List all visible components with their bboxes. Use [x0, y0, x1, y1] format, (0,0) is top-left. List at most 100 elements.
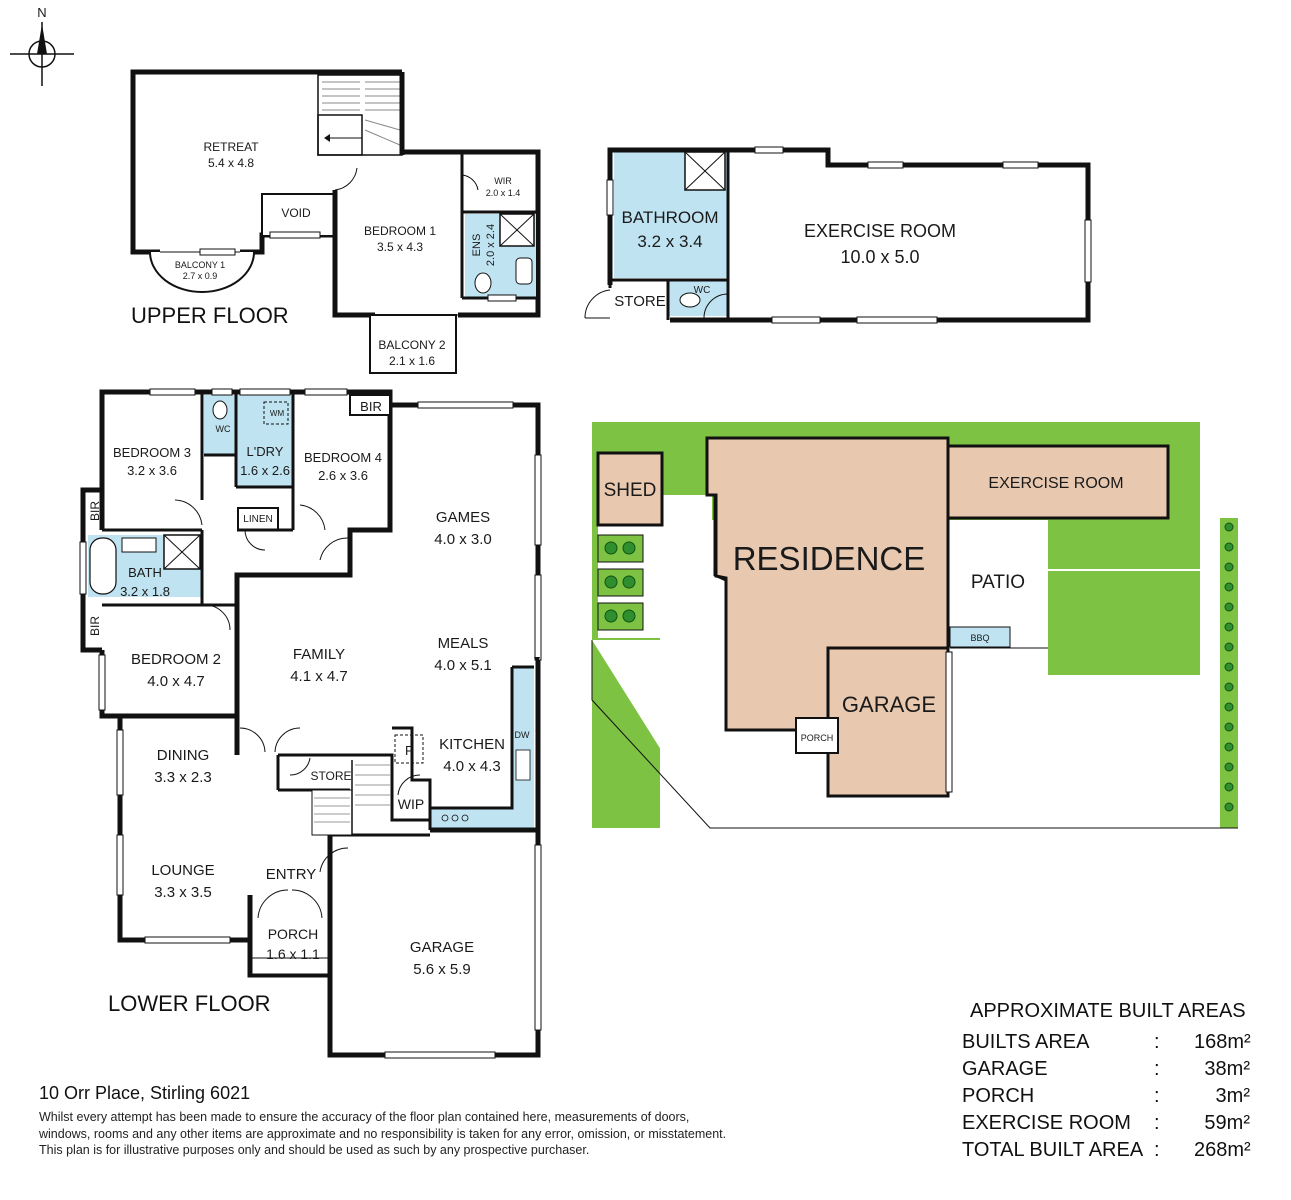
- room-kitchen-name: KITCHEN: [439, 736, 505, 753]
- area-row: GARAGE : 38m²: [962, 1056, 1262, 1083]
- area-row: TOTAL BUILT AREA : 268m²: [962, 1137, 1262, 1164]
- room-laundry-dims: 1.6 x 2.6: [240, 463, 290, 478]
- room-entry-name: ENTRY: [266, 866, 317, 883]
- room-kitchen-dims: 4.0 x 4.3: [443, 758, 501, 775]
- room-bedroom1-name: BEDROOM 1: [364, 224, 436, 238]
- garden-beds: [597, 534, 644, 631]
- disclaimer-text: Whilst every attempt has been made to en…: [39, 1109, 799, 1159]
- area-separator: :: [1154, 1085, 1160, 1107]
- room-porch-name: PORCH: [268, 926, 319, 942]
- property-address: 10 Orr Place, Stirling 6021: [39, 1083, 251, 1103]
- built-areas-title: APPROXIMATE BUILT AREAS: [970, 1000, 1246, 1022]
- room-balcony1-dims: 2.7 x 0.9: [183, 271, 218, 281]
- room-meals-name: MEALS: [438, 635, 489, 652]
- room-retreat-name: RETREAT: [203, 140, 259, 154]
- room-exercise-name: EXERCISE ROOM: [804, 221, 956, 241]
- room-games-dims: 4.0 x 3.0: [434, 531, 492, 548]
- area-row: EXERCISE ROOM : 59m²: [962, 1110, 1262, 1137]
- area-label: BUILTS AREA: [962, 1031, 1090, 1053]
- site-patio-label: PATIO: [971, 572, 1025, 593]
- room-retreat-dims: 5.4 x 4.8: [208, 156, 254, 170]
- room-bedroom3-dims: 3.2 x 3.6: [127, 463, 177, 478]
- room-bir-top-name: BIR: [360, 399, 382, 414]
- room-bedroom4-name: BEDROOM 4: [304, 450, 382, 465]
- lower-floor-plan: [79, 388, 542, 1059]
- area-separator: :: [1154, 1112, 1160, 1134]
- room-bir-left2-name: BIR: [88, 616, 102, 636]
- area-value: 268m²: [1194, 1139, 1251, 1161]
- room-family-name: FAMILY: [293, 646, 345, 663]
- built-areas-table: APPROXIMATE BUILT AREAS BUILTS AREA : 16…: [962, 1000, 1262, 1164]
- room-games-name: GAMES: [436, 509, 490, 526]
- room-dining-name: DINING: [157, 747, 210, 764]
- area-row: PORCH : 3m²: [962, 1083, 1262, 1110]
- site-plan: [591, 422, 1238, 829]
- room-lounge-dims: 3.3 x 3.5: [154, 884, 212, 901]
- site-residence-label: RESIDENCE: [733, 540, 926, 577]
- area-label: GARAGE: [962, 1058, 1048, 1080]
- room-ens-name: ENS: [471, 234, 483, 257]
- room-balcony2-dims: 2.1 x 1.6: [389, 354, 435, 368]
- room-linen-name: LINEN: [243, 514, 272, 525]
- fridge-label: F: [405, 743, 413, 758]
- room-wc-lower-name: WC: [216, 424, 231, 434]
- dishwasher-label: DW: [515, 730, 530, 740]
- room-porch-dims: 1.6 x 1.1: [266, 946, 320, 962]
- north-compass-icon: N: [10, 5, 74, 86]
- room-bedroom1-dims: 3.5 x 4.3: [377, 240, 423, 254]
- upper-floor-plan: [130, 69, 541, 374]
- area-separator: :: [1154, 1058, 1160, 1080]
- north-label: N: [37, 5, 46, 20]
- area-value: 3m²: [1215, 1085, 1250, 1107]
- room-exercise-dims: 10.0 x 5.0: [840, 247, 919, 267]
- room-balcony2-name: BALCONY 2: [378, 338, 445, 352]
- room-bedroom2-dims: 4.0 x 4.7: [147, 673, 205, 690]
- area-value: 59m²: [1204, 1112, 1250, 1134]
- disclaimer-line: This plan is for illustrative purposes o…: [39, 1143, 590, 1157]
- room-wir-name: WIR: [494, 176, 512, 186]
- room-meals-dims: 4.0 x 5.1: [434, 657, 492, 674]
- disclaimer-line: Whilst every attempt has been made to en…: [39, 1110, 690, 1124]
- lower-floor-title: LOWER FLOOR: [108, 991, 271, 1016]
- room-bath-name: BATH: [128, 565, 162, 580]
- room-bedroom3-name: BEDROOM 3: [113, 445, 191, 460]
- room-wip-name: WIP: [398, 796, 424, 812]
- room-bedroom2-name: BEDROOM 2: [131, 651, 221, 668]
- room-laundry-name: L'DRY: [247, 444, 284, 459]
- area-row: BUILTS AREA : 168m²: [962, 1029, 1262, 1056]
- room-bir-left1-name: BIR: [88, 501, 102, 521]
- room-void-name: VOID: [281, 206, 311, 220]
- room-balcony1-name: BALCONY 1: [175, 260, 225, 270]
- site-bbq-label: BBQ: [970, 633, 989, 643]
- area-label: EXERCISE ROOM: [962, 1112, 1131, 1134]
- area-value: 168m²: [1194, 1031, 1251, 1053]
- upper-floor-title: UPPER FLOOR: [131, 303, 289, 328]
- room-store-name: STORE: [614, 293, 665, 310]
- area-label: TOTAL BUILT AREA: [962, 1139, 1144, 1161]
- room-wc-name: WC: [694, 285, 711, 296]
- room-bathroom-name: BATHROOM: [622, 208, 719, 227]
- room-bath-dims: 3.2 x 1.8: [120, 584, 170, 599]
- disclaimer-line: windows, rooms and any other items are a…: [39, 1126, 727, 1141]
- area-value: 38m²: [1204, 1058, 1250, 1080]
- room-lounge-name: LOUNGE: [151, 862, 214, 879]
- site-porch-label: PORCH: [801, 733, 834, 743]
- outbuilding-plan: [584, 146, 1092, 324]
- site-garage-label: GARAGE: [842, 692, 936, 717]
- site-exercise-room-label: EXERCISE ROOM: [988, 475, 1123, 492]
- room-bathroom-dims: 3.2 x 3.4: [637, 232, 702, 251]
- site-shed-label: SHED: [604, 480, 657, 501]
- hedge-row: [1224, 522, 1234, 812]
- area-label: PORCH: [962, 1085, 1035, 1107]
- room-dining-dims: 3.3 x 2.3: [154, 769, 212, 786]
- area-separator: :: [1154, 1139, 1160, 1161]
- room-garage-dims: 5.6 x 5.9: [413, 961, 471, 978]
- room-ens-dims: 2.0 x 2.4: [485, 224, 497, 266]
- room-family-dims: 4.1 x 4.7: [290, 668, 348, 685]
- room-store-lower-name: STORE: [310, 769, 351, 783]
- room-bedroom4-dims: 2.6 x 3.6: [318, 468, 368, 483]
- room-wir-dims: 2.0 x 1.4: [486, 188, 521, 198]
- washing-machine-label: WM: [270, 409, 285, 418]
- area-separator: :: [1154, 1031, 1160, 1053]
